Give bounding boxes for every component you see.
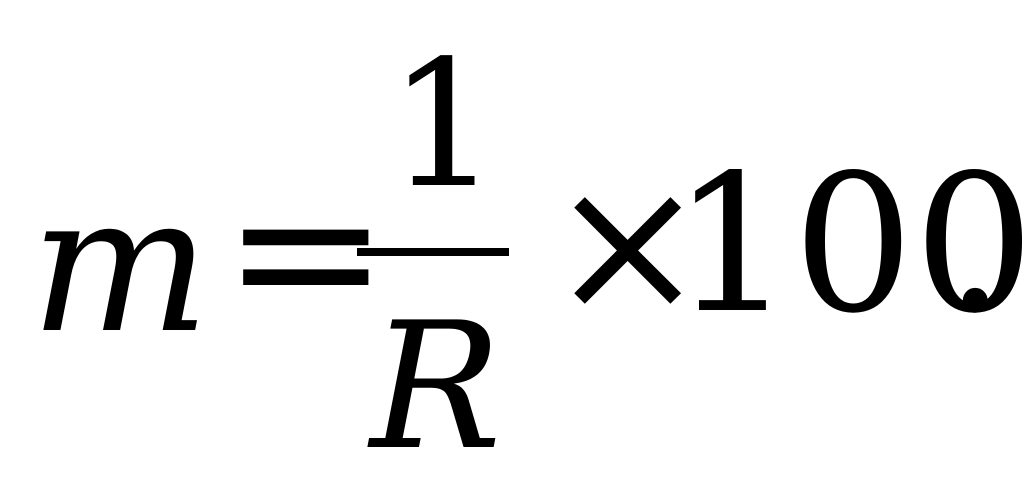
fraction-denominator: R — [370, 286, 502, 489]
number-100: 100 — [672, 134, 1024, 355]
fraction-bar — [357, 248, 509, 256]
multiplication-sign: × — [548, 134, 708, 355]
variable-m: m — [30, 154, 211, 375]
fraction-numerator: 1 — [388, 24, 500, 227]
period: . — [945, 134, 1006, 355]
